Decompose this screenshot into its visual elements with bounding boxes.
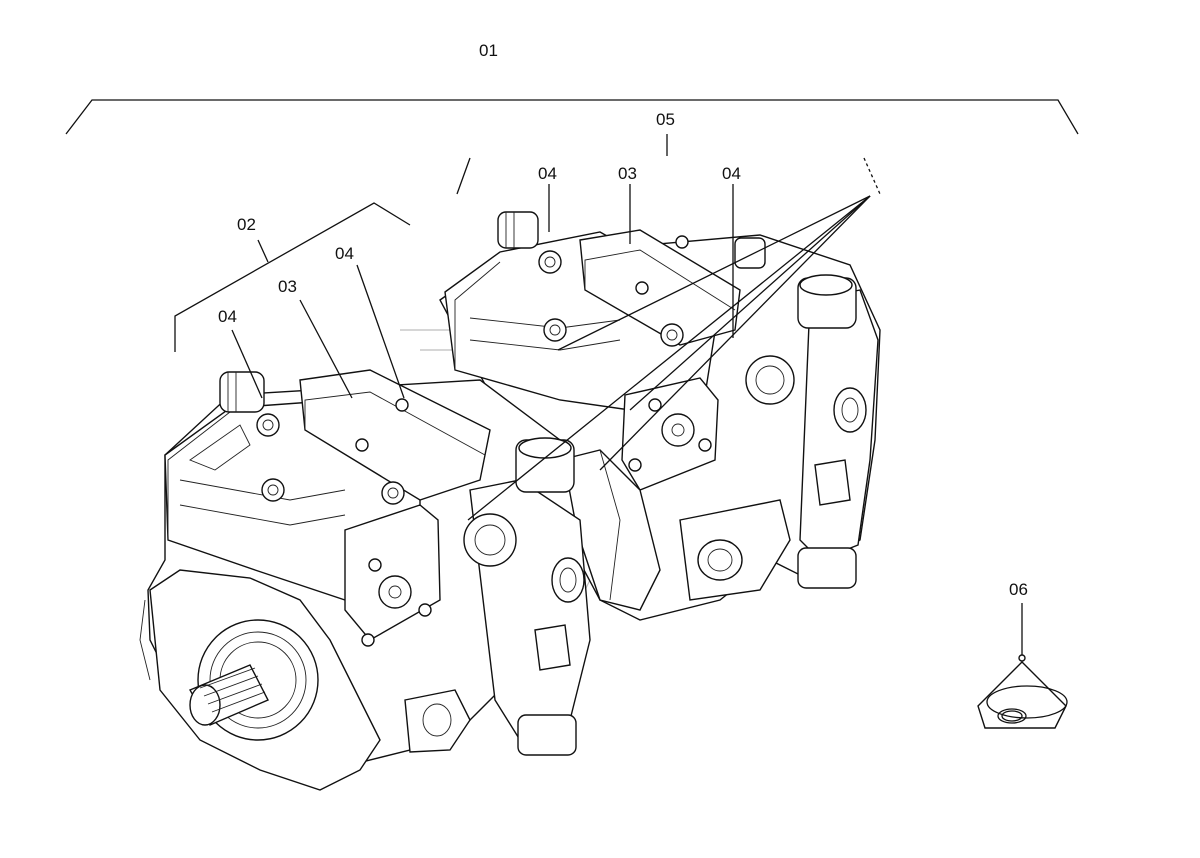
callout-05: 05: [656, 110, 675, 129]
callout-04-right-a: 04: [538, 164, 557, 183]
callout-03-left: 03: [278, 277, 297, 296]
callout-03-right: 03: [618, 164, 637, 183]
seal-kit-06: [977, 603, 1068, 729]
leader-lines: [231, 184, 871, 521]
bracket-02: [174, 202, 411, 352]
bracket-05: [456, 134, 881, 195]
callout-04-left-a: 04: [218, 307, 237, 326]
callout-02: 02: [237, 215, 256, 234]
callout-04-left-b: 04: [335, 244, 354, 263]
callout-01: 01: [479, 41, 498, 60]
bracket-01: [65, 99, 1079, 135]
callout-04-right-b: 04: [722, 164, 741, 183]
callout-06: 06: [1009, 580, 1028, 599]
pump-assembly: [139, 211, 881, 791]
